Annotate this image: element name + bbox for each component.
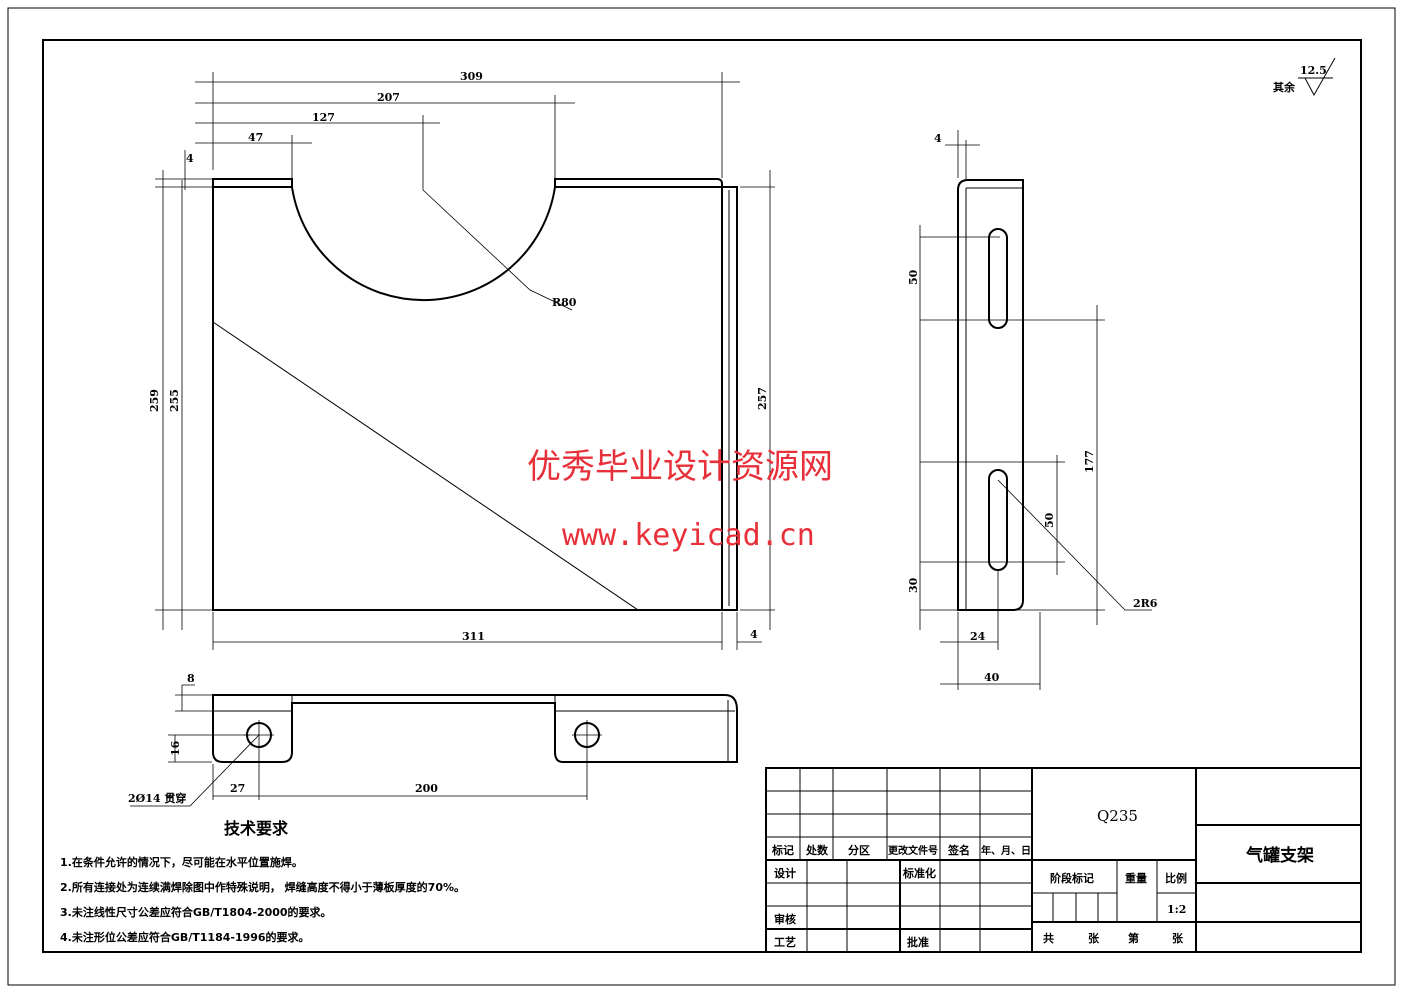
label-standardization: 标准化 bbox=[902, 866, 936, 880]
label-design: 设计 bbox=[774, 866, 796, 880]
dim-16: 16 bbox=[169, 740, 182, 756]
label-scale: 比例 bbox=[1165, 871, 1187, 885]
tech-requirements: 技术要求 1.在条件允许的情况下，尽可能在水平位置施焊。 2.所有连接处为连续满… bbox=[60, 819, 465, 944]
outer-border bbox=[7, 7, 1396, 986]
dim-4-top: 4 bbox=[186, 152, 194, 165]
requirement-item: 4.未注形位公差应符合GB/T1184-1996的要求。 bbox=[60, 930, 310, 944]
requirement-item: 3.未注线性尺寸公差应符合GB/T1804-2000的要求。 bbox=[60, 905, 332, 919]
dim-40: 40 bbox=[984, 671, 1000, 684]
label-total: 共 bbox=[1043, 931, 1054, 945]
dim-r80: R80 bbox=[552, 296, 577, 309]
dim-257: 257 bbox=[756, 387, 769, 410]
label-sheet-no: 第 bbox=[1128, 931, 1139, 945]
label-sheet: 张 bbox=[1172, 931, 1184, 945]
dim-259: 259 bbox=[148, 389, 161, 412]
title-block: 标记 处数 分区 更改文件号 签名 年、月、日 设计 标准化 审核 工艺 批准 … bbox=[765, 767, 1362, 953]
drawing-frame bbox=[42, 39, 1362, 953]
dim-30: 30 bbox=[907, 577, 920, 593]
bottom-view: 8 16 27 200 2Ø14 贯穿 bbox=[128, 672, 738, 807]
front-view: 309 207 127 47 4 259 255 257 311 4 R80 bbox=[148, 70, 775, 650]
dim-309: 309 bbox=[460, 70, 483, 83]
label-sheets: 张 bbox=[1088, 931, 1100, 945]
roughness-symbol: 其余 12.5 bbox=[1273, 57, 1336, 97]
watermark-title: 优秀毕业设计资源网 bbox=[527, 447, 833, 487]
header-zone: 分区 bbox=[848, 843, 870, 857]
dim-177: 177 bbox=[1083, 450, 1096, 473]
dim-8: 8 bbox=[187, 672, 195, 685]
dim-50-top: 50 bbox=[907, 269, 920, 285]
dim-27: 27 bbox=[230, 782, 245, 795]
header-change-doc: 更改文件号 bbox=[888, 844, 938, 857]
roughness-label: 其余 bbox=[1273, 80, 1296, 94]
scale-value: 1:2 bbox=[1167, 903, 1186, 916]
dim-50-bottom: 50 bbox=[1043, 512, 1056, 528]
requirement-item: 2.所有连接处为连续满焊除图中作特殊说明， 焊缝高度不得小于薄板厚度的70%。 bbox=[60, 880, 465, 894]
watermark-url: www.keyicad.cn bbox=[562, 518, 815, 553]
header-mark: 标记 bbox=[771, 843, 794, 857]
header-count: 处数 bbox=[805, 843, 829, 857]
dim-255: 255 bbox=[168, 389, 181, 412]
label-weight: 重量 bbox=[1125, 871, 1147, 885]
dim-47: 47 bbox=[248, 131, 263, 144]
dim-24: 24 bbox=[970, 630, 986, 643]
dim-311: 311 bbox=[462, 630, 485, 643]
requirement-item: 1.在条件允许的情况下，尽可能在水平位置施焊。 bbox=[60, 855, 303, 869]
label-review: 审核 bbox=[774, 912, 796, 926]
header-signature: 签名 bbox=[947, 843, 970, 857]
part-name: 气罐支架 bbox=[1245, 845, 1314, 866]
roughness-value: 12.5 bbox=[1300, 64, 1327, 77]
dim-127: 127 bbox=[312, 111, 335, 124]
dim-2r6: 2R6 bbox=[1133, 597, 1158, 610]
label-approve: 批准 bbox=[907, 935, 929, 949]
header-date: 年、月、日 bbox=[981, 844, 1031, 857]
tech-requirements-title: 技术要求 bbox=[224, 819, 289, 838]
label-stage-mark: 阶段标记 bbox=[1050, 871, 1094, 885]
material: Q235 bbox=[1097, 807, 1138, 825]
dim-4-side: 4 bbox=[934, 132, 942, 145]
label-process: 工艺 bbox=[774, 935, 796, 949]
dim-200: 200 bbox=[415, 782, 438, 795]
dim-207: 207 bbox=[377, 91, 400, 104]
dim-holes: 2Ø14 贯穿 bbox=[128, 791, 186, 805]
dim-4-bottom: 4 bbox=[750, 628, 758, 641]
side-view: 50 177 50 30 4 24 40 2R6 bbox=[907, 130, 1158, 690]
